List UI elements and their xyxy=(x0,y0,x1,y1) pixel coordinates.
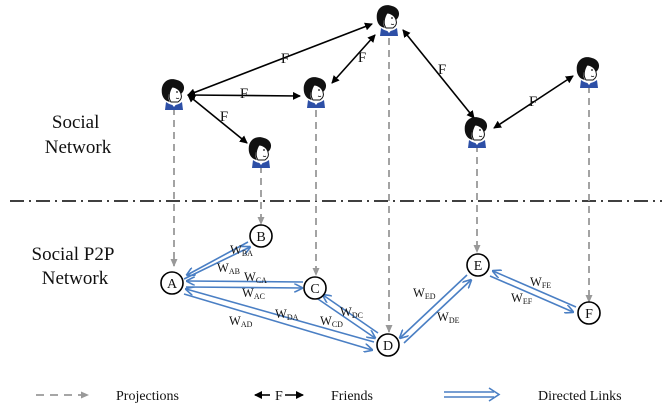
legend-projections-label: Projections xyxy=(116,389,179,404)
directed-link-d-c xyxy=(323,295,379,334)
weight-label-fe: WFE xyxy=(530,275,551,290)
directed-link-d-e xyxy=(403,280,471,344)
weight-label-de: WDE xyxy=(437,310,460,325)
friend-edge-3 xyxy=(187,94,248,144)
friend-label-4: F xyxy=(358,50,366,66)
weight-label-ef: WEF xyxy=(511,291,533,306)
person-icon-c xyxy=(303,76,327,109)
weight-label-ab: WAB xyxy=(217,261,240,276)
directed-link-e-f xyxy=(489,275,573,312)
friend-edge-6 xyxy=(493,75,574,129)
weight-label-ca: WCA xyxy=(244,270,267,285)
friend-label-6: F xyxy=(529,94,537,110)
node-circle-f xyxy=(577,301,601,325)
node-label-d: D xyxy=(383,339,393,354)
directed-link-c-d xyxy=(317,298,375,338)
friend-label-2: F xyxy=(240,86,248,102)
node-circle-a xyxy=(160,271,184,295)
p2p-network-label-line2: Network xyxy=(42,268,109,289)
node-label-b: B xyxy=(256,230,265,245)
directed-link-a-c xyxy=(185,287,302,288)
weight-label-ed: WED xyxy=(413,286,436,301)
legend: Projections F Friends Directed Links xyxy=(36,387,622,404)
directed-link-a-b xyxy=(183,247,250,280)
social-network-label: Social Network xyxy=(45,112,112,158)
directed-link-f-e xyxy=(493,271,577,308)
directed-link-b-a xyxy=(187,241,249,275)
legend-friends-symbol: F xyxy=(275,389,283,404)
weight-label-ad: WAD xyxy=(229,314,253,329)
node-label-e: E xyxy=(474,259,483,274)
node-circle-e xyxy=(466,253,490,277)
directed-link-d-a xyxy=(186,289,375,343)
friend-edge-5 xyxy=(402,29,475,119)
legend-directed-arrowhead xyxy=(488,387,501,402)
node-circle-b xyxy=(249,224,273,248)
node-circle-c xyxy=(303,276,327,300)
friend-edge-4 xyxy=(331,34,376,84)
person-icon-d xyxy=(376,4,400,37)
weight-label-ac: WAC xyxy=(242,286,265,301)
social-network-label-line2: Network xyxy=(45,137,112,158)
person-icon-a xyxy=(161,78,185,111)
node-label-c: C xyxy=(310,282,319,297)
friend-label-3: F xyxy=(220,109,228,125)
social-network-label-line1: Social xyxy=(52,112,100,133)
person-icon-e xyxy=(464,116,488,149)
directed-link-c-a xyxy=(187,281,304,282)
weight-label-cd: WCD xyxy=(320,314,343,329)
directed-link-a-d xyxy=(183,293,372,350)
weight-label-ba: WBA xyxy=(230,243,253,258)
person-icon-b xyxy=(248,136,272,169)
directed-link-e-d xyxy=(400,274,468,338)
weight-label-dc: WDC xyxy=(340,305,363,320)
person-icon-f xyxy=(576,56,600,89)
node-circle-d xyxy=(376,333,400,357)
friend-label-5: F xyxy=(438,62,446,78)
weight-label-da: WDA xyxy=(275,307,299,322)
p2p-network-label: Social P2P Network xyxy=(32,244,119,289)
node-label-f: F xyxy=(585,307,593,322)
p2p-network-label-line1: Social P2P xyxy=(32,244,114,265)
friend-label-1: F xyxy=(281,51,289,67)
node-label-a: A xyxy=(167,277,178,292)
legend-friends-label: Friends xyxy=(331,389,373,404)
legend-directed-label: Directed Links xyxy=(538,389,622,404)
